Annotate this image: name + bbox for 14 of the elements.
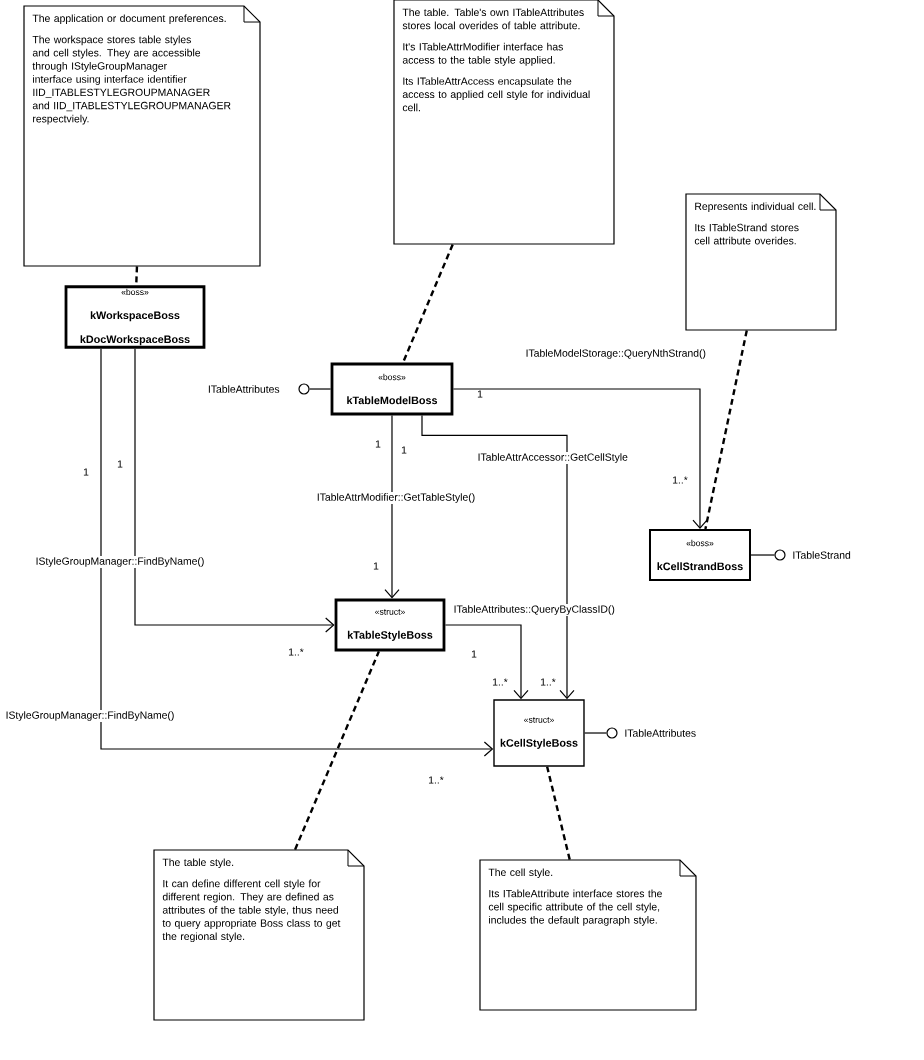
dashed-connector: [704, 330, 748, 530]
connector-line: [750, 554, 775, 556]
dashed-connector: [401, 243, 454, 364]
connector-line: [309, 388, 332, 390]
arrow: [421, 414, 575, 700]
arrow: [444, 624, 529, 700]
dashed-connector: [135, 266, 139, 286]
connector-line: [584, 732, 607, 734]
arrow: [100, 348, 494, 757]
arrow: [452, 388, 708, 529]
arrow: [384, 414, 400, 599]
dashed-connector: [546, 766, 571, 860]
arrow: [134, 348, 335, 633]
dashed-connector: [293, 650, 380, 851]
